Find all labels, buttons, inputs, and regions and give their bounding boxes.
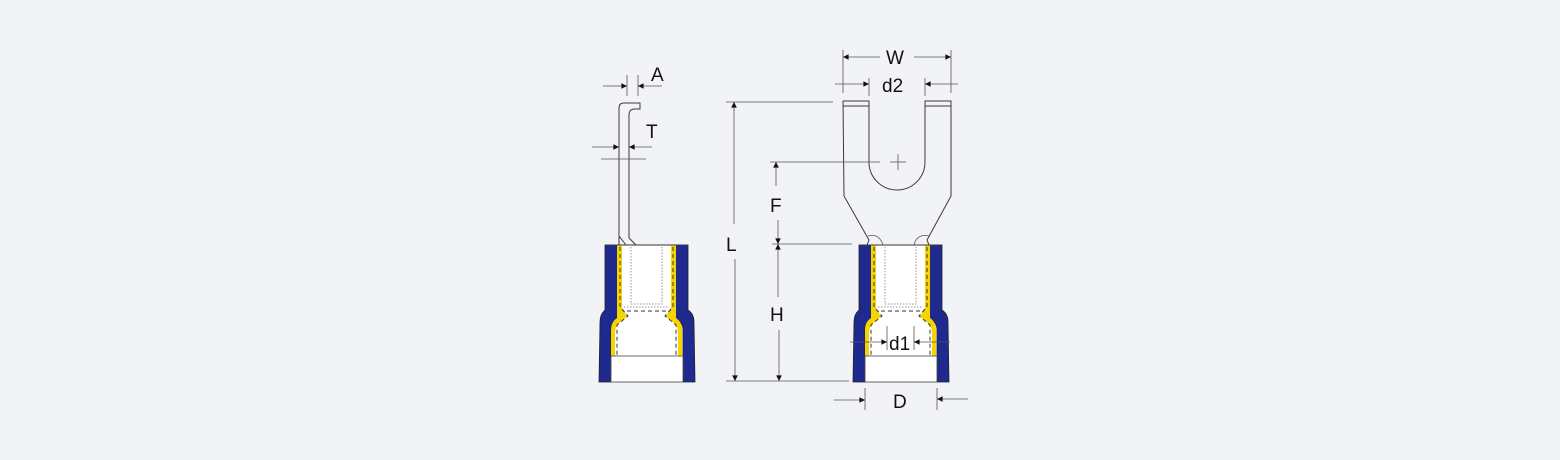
dim-A: A (603, 65, 664, 96)
side-sleeve (611, 245, 628, 356)
dim-D: D (834, 388, 968, 413)
label-L: L (726, 235, 737, 256)
side-blade (618, 102, 641, 246)
front-sleeve (865, 245, 882, 356)
dim-d2: d2 (835, 76, 958, 97)
label-A: A (651, 65, 664, 86)
label-H: H (770, 305, 784, 326)
label-D: D (893, 392, 907, 413)
dim-H: H (770, 244, 784, 382)
label-W: W (886, 48, 904, 69)
label-d1: d1 (889, 334, 910, 355)
dim-F: F (770, 161, 880, 245)
label-T: T (646, 122, 658, 143)
dim-W: W (842, 48, 952, 93)
fork-outline (842, 100, 952, 246)
dim-L: L (726, 101, 849, 382)
side-view: A T (592, 65, 696, 383)
front-view: W d2 L F H (726, 48, 968, 413)
dim-T: T (592, 122, 658, 160)
label-d2: d2 (882, 76, 903, 97)
dim-d1: d1 (850, 334, 950, 355)
label-F: F (770, 196, 782, 217)
